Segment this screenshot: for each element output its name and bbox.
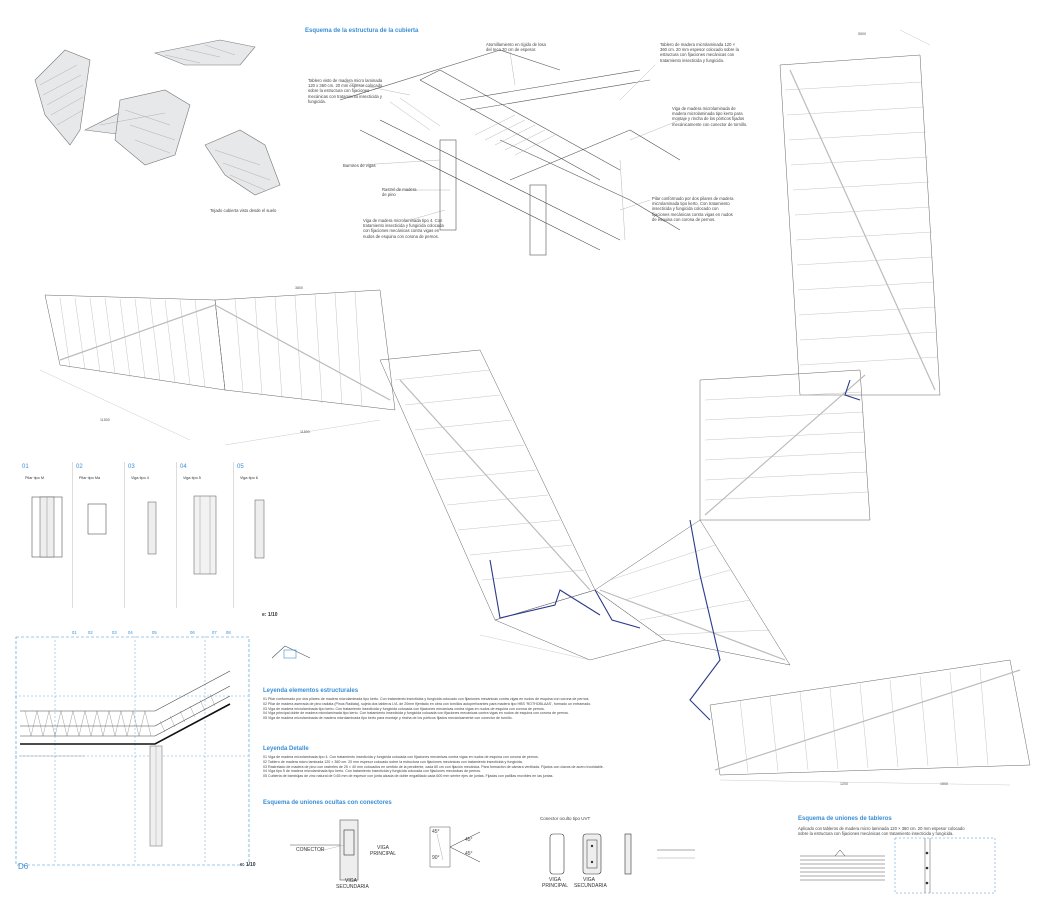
connector-uvt xyxy=(549,833,632,875)
legend-el-4: 04 Viga principal doble de madera microl… xyxy=(263,711,569,716)
card-3-num: 03 xyxy=(128,464,135,470)
tableros-note: Aplicado con tableros de madera micro la… xyxy=(798,826,965,837)
uniones-title: Esquema de uniones ocultas con conectore… xyxy=(263,800,392,806)
card-1-name: Pilar tipo M xyxy=(25,476,44,480)
card-3: 03 Viga tipo 4 xyxy=(126,462,177,608)
card-1: 01 Pilar tipo M xyxy=(20,462,73,608)
screw-detail xyxy=(657,849,695,859)
card-1-drawing xyxy=(31,496,63,558)
legend-detalle-title: Leyenda Detalle xyxy=(263,746,309,752)
axo-title: Esquema de la estructura de la cubierta xyxy=(305,28,419,34)
tableros-drawing xyxy=(800,837,996,894)
note-tablero-top: Tablero de madera microlaminada 120 × 36… xyxy=(660,42,739,63)
mark-6: 06 xyxy=(190,630,195,635)
card-2-drawing xyxy=(87,503,107,535)
card-2: 02 Pilar tipo Ma xyxy=(74,462,125,608)
legend-el-1: 01 Pilar conformado por dos pilares de m… xyxy=(263,697,590,701)
axo-drawing xyxy=(339,49,681,256)
legend-elementos: 01 Pilar conformado por dos pilares de m… xyxy=(263,697,608,721)
legend-elementos-title: Leyenda elementos estructurales xyxy=(263,688,359,694)
card-3-name: Viga tipo 4 xyxy=(131,476,149,480)
card-4: 04 Viga tipo 5 xyxy=(178,462,234,608)
detail-marks: 01 02 03 04 05 06 07 08 xyxy=(70,630,240,638)
legend-det-1: 01 Viga de madera microlaminada tipo 4. … xyxy=(263,755,539,759)
detail-frame xyxy=(15,636,250,866)
cards-scale: e: 1/10 xyxy=(262,612,278,618)
note-viga-right: Viga de madera microlaminada de madera m… xyxy=(672,106,748,127)
card-5: 05 Viga tipo 6 xyxy=(235,462,285,608)
legend-det-2: 02 Tablero de madera micro laminada 120 … xyxy=(263,759,523,764)
legend-det-3: 03 Rastrelado de madera de pino con rast… xyxy=(263,764,604,769)
detail-scale: e: 1/10 xyxy=(240,862,256,868)
note-tablero-left: Tablero visto de madera micro laminada 1… xyxy=(308,78,383,104)
mark-1: 01 xyxy=(72,630,77,635)
viga-principal-label: VIGA PRINCIPAL xyxy=(369,845,397,857)
legend-el-2: 02 Pilar de madera aserrada de pino radi… xyxy=(263,701,592,706)
conector-label: CONECTOR xyxy=(296,847,325,853)
mark-5: 05 xyxy=(152,630,157,635)
note-atornillado: Atornillamiento en rígido de losa del re… xyxy=(486,42,546,53)
card-5-drawing xyxy=(254,499,265,559)
note-viga-bottom: Viga de madera microlaminada tipo 4. Con… xyxy=(363,218,444,239)
tableros-title: Esquema de uniones de tableros xyxy=(798,816,892,822)
legend-det-5: 05 Cubierta de bambújas de zinc natural … xyxy=(263,774,554,779)
dim-c: 3800 xyxy=(295,286,303,290)
connector-angles xyxy=(429,826,481,868)
legend-detalle: 01 Viga de madera microlaminada tipo 4. … xyxy=(263,755,608,779)
dim-e: 1200 xyxy=(840,782,848,786)
card-4-num: 04 xyxy=(180,464,187,470)
mark-8: 08 xyxy=(226,630,231,635)
dim-f: 1500 xyxy=(940,782,948,786)
roof-render xyxy=(25,35,285,205)
card-2-num: 02 xyxy=(76,464,83,470)
card-2-name: Pilar tipo Ma xyxy=(79,476,101,480)
card-1-num: 01 xyxy=(22,464,29,470)
card-3-drawing xyxy=(147,501,157,555)
dim-b: 11500 xyxy=(300,430,310,434)
angle-2: 45° xyxy=(465,837,473,843)
roof-render-drawing xyxy=(34,39,281,196)
card-5-num: 05 xyxy=(237,464,244,470)
note-rastrel: Rastrel de madera de pino xyxy=(382,187,417,198)
render-caption: Tejado cubierta visto desde el suelo xyxy=(210,208,277,213)
dim-d: 5500 xyxy=(858,32,866,36)
note-pilar-right: Pilar conformado por dos pilares de made… xyxy=(652,196,734,222)
angle-1: 45° xyxy=(432,829,440,835)
conector-tipo-title: Conector oculto tipo UVT xyxy=(540,816,591,821)
connector-plan xyxy=(290,819,359,881)
card-4-drawing xyxy=(193,495,217,575)
mark-4: 04 xyxy=(128,630,133,635)
mark-7: 07 xyxy=(212,630,217,635)
card-5-name: Viga tipo 6 xyxy=(240,476,258,480)
key-plan xyxy=(271,645,311,659)
card-4-name: Viga tipo 5 xyxy=(183,476,201,480)
detail-code: D6 xyxy=(18,862,29,871)
cards-panel: 01 Pilar tipo M 02 Pilar tipo Ma 03 Viga… xyxy=(20,462,285,610)
angle-4: 45° xyxy=(465,851,473,857)
dim-a: 11500 xyxy=(100,418,110,422)
viga-secundaria-2-label: VIGA SECUNDARIA xyxy=(574,877,607,889)
angle-3: 90° xyxy=(432,855,440,861)
note-barrotes: Barrotes de vigas xyxy=(343,163,376,168)
legend-el-5: 05 Viga de madera microlaminada de mader… xyxy=(263,716,513,721)
viga-principal-2-label: VIGA PRINCIPAL xyxy=(541,877,569,889)
viga-secundaria-label: VIGA SECUNDARIA xyxy=(336,878,369,890)
mark-3: 03 xyxy=(112,630,117,635)
legend-det-4: 04 Viga tipo 5 de madera microlaminada t… xyxy=(263,769,482,774)
mark-2: 02 xyxy=(88,630,93,635)
legend-el-3: 03 Viga de madera microlaminada tipo ker… xyxy=(263,706,545,711)
